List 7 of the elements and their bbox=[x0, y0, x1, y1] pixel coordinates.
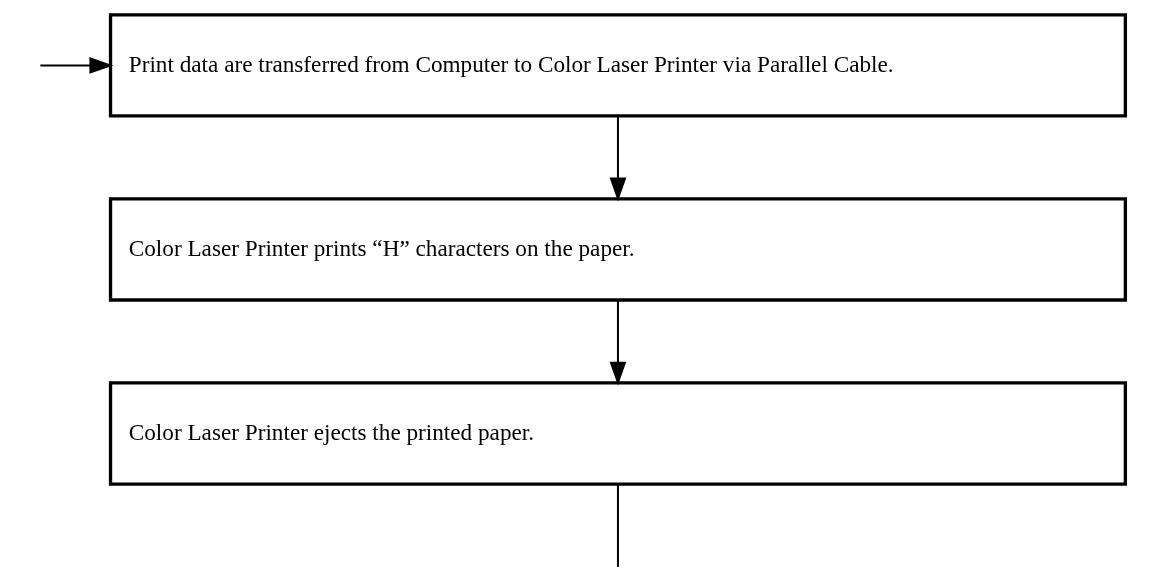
node-box: Color Laser Printer prints “H” characters on the paper. bbox=[108, 197, 1128, 302]
connector bbox=[616, 483, 619, 568]
arrow bbox=[39, 57, 114, 74]
node-box: Color Laser Printer ejects the printed paper. bbox=[108, 381, 1128, 486]
arrow bbox=[609, 115, 627, 202]
arrow bbox=[609, 299, 627, 386]
node-box: Print data are transferred from Computer to Color Laser Printer via Parallel Cable. bbox=[108, 13, 1128, 118]
